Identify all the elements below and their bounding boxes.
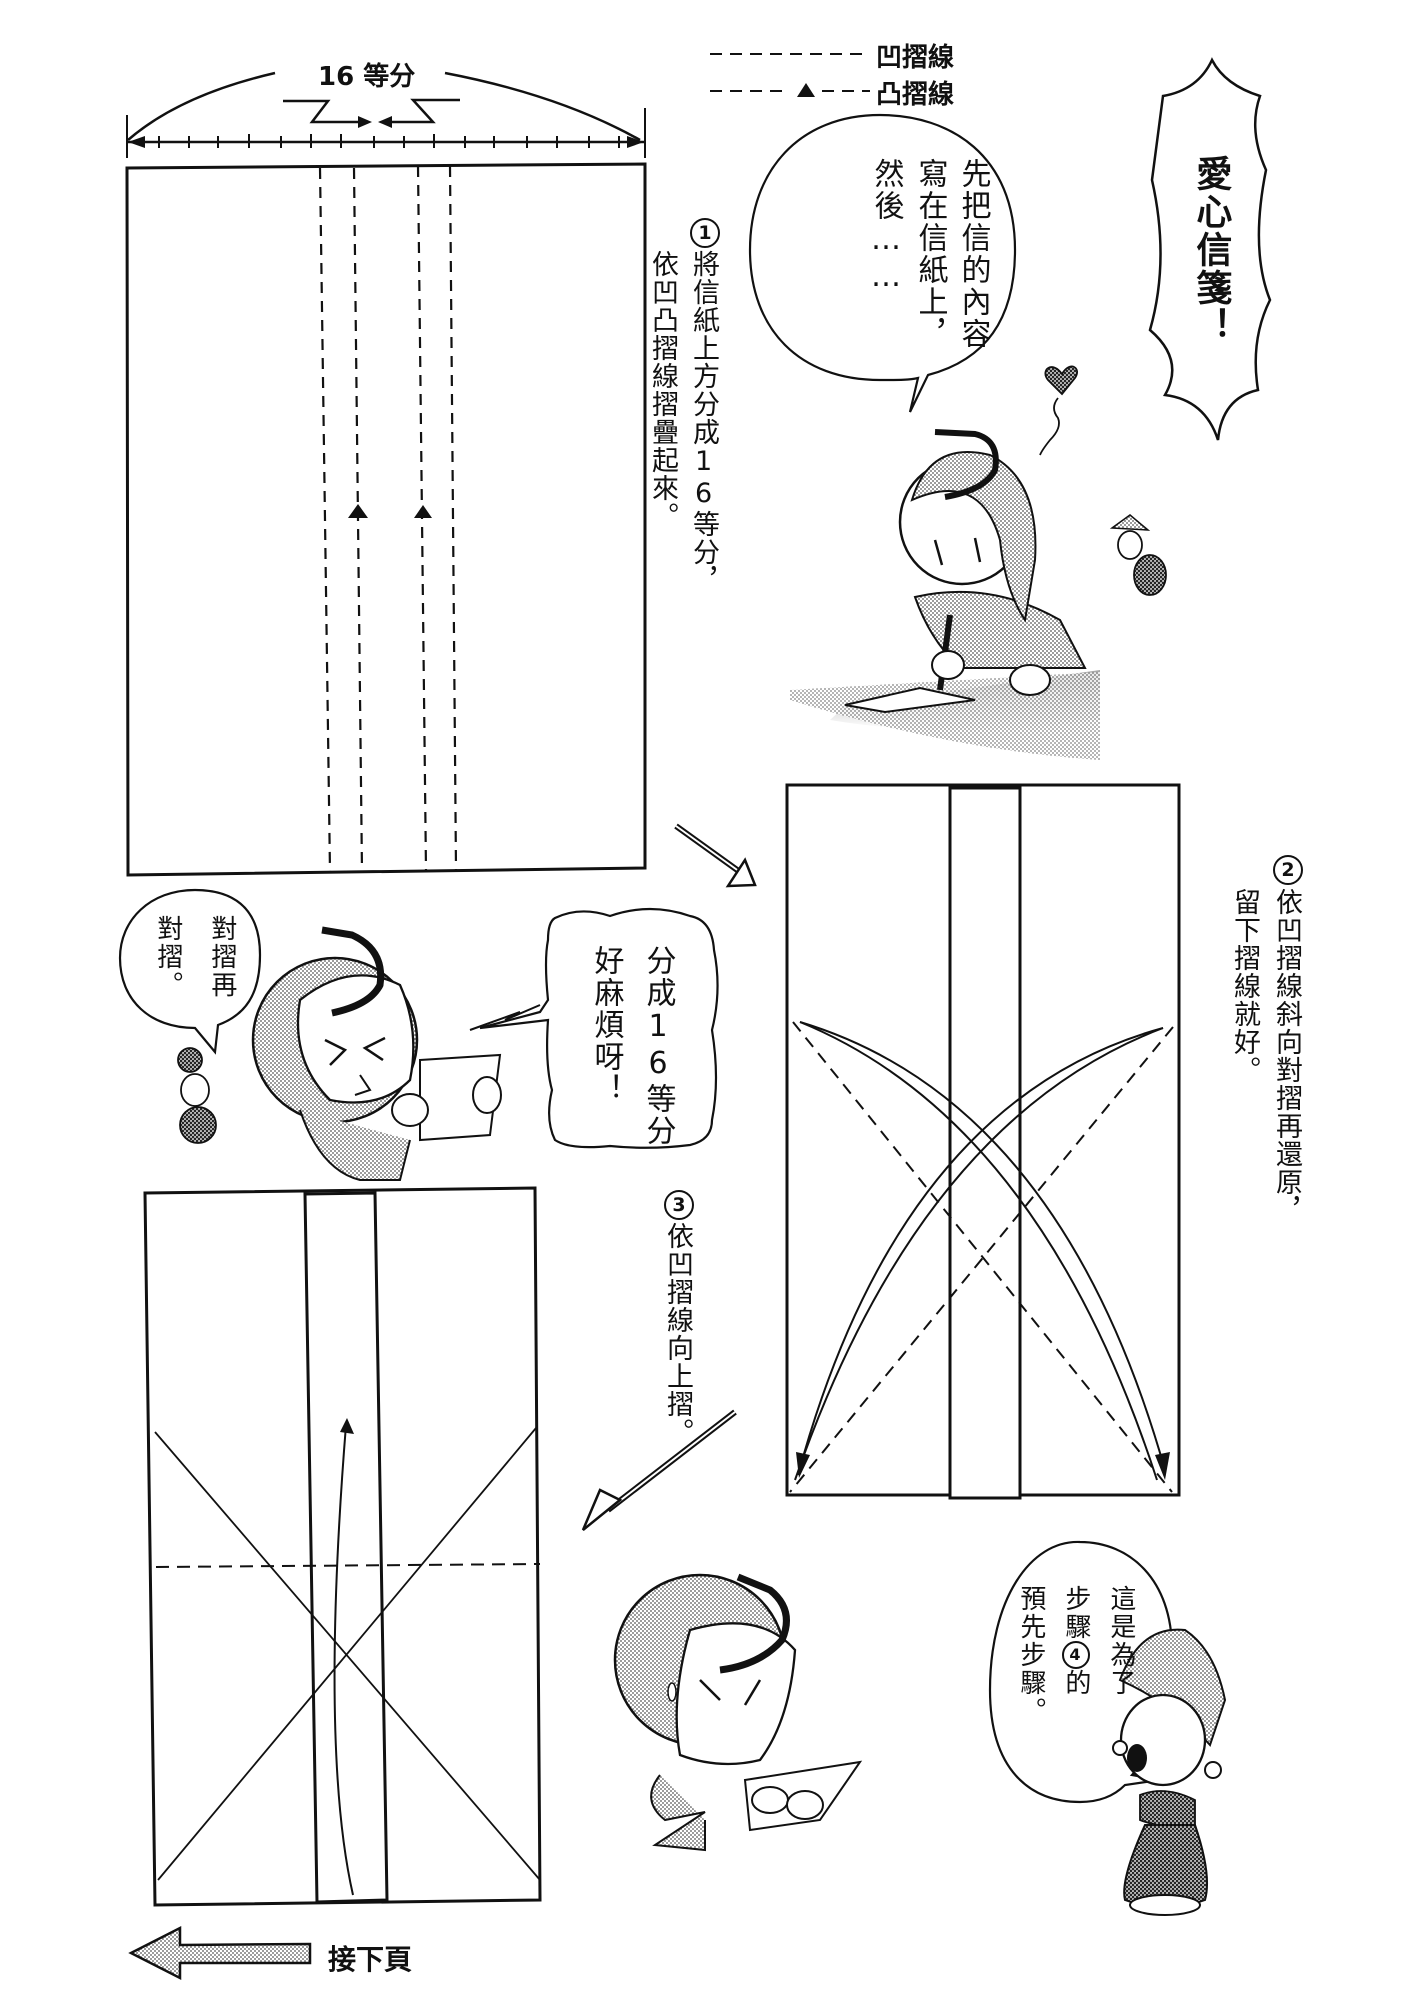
bubble-writing-line1: 先把信的內容	[955, 158, 991, 350]
bubble-fairy-line1: 這是為了	[1105, 1585, 1136, 1697]
bubble-helper-line2: 對摺。	[152, 915, 183, 999]
step1-number: 1	[690, 218, 720, 250]
step4-reference-badge: 4	[1061, 1641, 1090, 1669]
bubble-writing-line3: 然後……	[868, 158, 904, 296]
division-label: 16 等分	[318, 62, 416, 92]
bubble-frustrated-line2: 好麻煩呀！	[588, 945, 624, 1105]
legend-mountain-fold-label: 凸摺線	[876, 80, 955, 110]
step2-paper	[785, 783, 1181, 1500]
character-writing-girl	[790, 429, 1100, 760]
step1-paper	[125, 162, 647, 877]
step3-number: 3	[664, 1190, 694, 1222]
step2-instruction-line1: 依凹摺線斜向對摺再還原，	[1271, 888, 1303, 1224]
character-frustrated-girl	[251, 926, 502, 1181]
bubble-fairy-line2: 步驟4的	[1060, 1585, 1091, 1697]
division-bracket	[126, 71, 646, 158]
arrow-to-step3	[581, 1409, 737, 1531]
title-burst	[1148, 57, 1272, 441]
character-reading-girl	[613, 1573, 863, 1852]
legend-valley-fold-label: 凹摺線	[876, 43, 955, 73]
character-small-doll-top	[1109, 514, 1167, 596]
bubble-fairy-line3: 預先步驟。	[1015, 1585, 1046, 1725]
character-small-helper	[177, 1047, 217, 1144]
legend-mountain-fold-line	[710, 83, 870, 97]
next-page-link[interactable]: 接下頁	[328, 1943, 413, 1976]
character-fairy	[1112, 1628, 1227, 1916]
step2-instruction-line2: 留下摺線就好。	[1229, 888, 1261, 1084]
bubble-helper-line1: 對摺再	[206, 915, 237, 999]
step2-number: 2	[1273, 855, 1303, 887]
step3-paper	[143, 1186, 542, 1907]
speech-bubble-small-helper	[118, 888, 262, 1055]
speech-bubble-frustrated	[469, 907, 719, 1149]
heart-icon	[1039, 365, 1078, 456]
step1-instruction-line1: 將信紙上方分成16等分，	[688, 250, 720, 594]
bubble-writing-line2: 寫在信紙上，	[912, 158, 948, 350]
speech-bubble-writing	[748, 113, 1017, 413]
step1-instruction-line2: 依凹凸摺線摺疊起來。	[647, 250, 679, 530]
next-page-arrow-icon[interactable]	[128, 1925, 312, 1981]
arrow-to-step2	[674, 823, 757, 888]
step3-instruction: 依凹摺線向上摺。	[662, 1222, 694, 1446]
page-title: 愛心信箋！	[1190, 155, 1232, 345]
bubble-frustrated-line1: 分成16等分	[640, 945, 676, 1147]
